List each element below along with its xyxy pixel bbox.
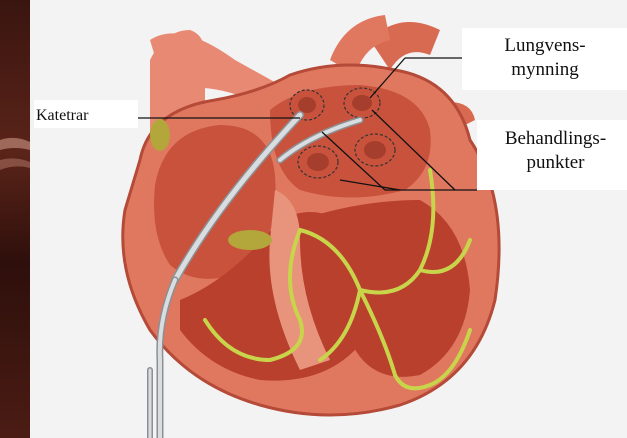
label-pulmonary-veins-line1: Lungvens- [470,34,620,58]
label-catheters: Katetrar [36,104,136,128]
label-treatment-points-line2: punkter [488,151,623,175]
label-treatment-points: Behandlings- punkter [488,127,623,175]
label-pulmonary-veins-line2: mynning [470,58,620,82]
label-treatment-points-line1: Behandlings- [488,127,623,151]
label-pulmonary-vein-openings: Lungvens- mynning [470,34,620,82]
